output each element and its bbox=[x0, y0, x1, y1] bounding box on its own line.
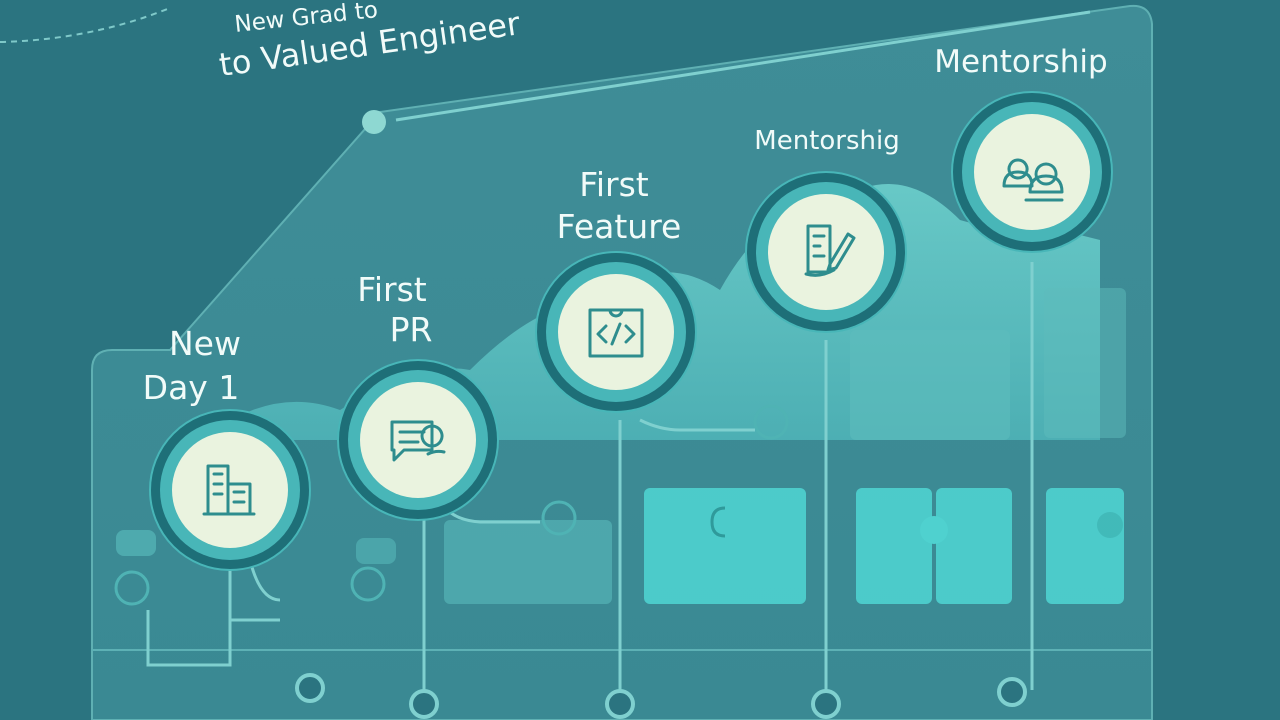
milestone-label-mentorship-1: Mentorshig bbox=[734, 124, 920, 158]
bottom-node bbox=[295, 673, 1027, 719]
badge-face bbox=[172, 432, 288, 548]
milestone-badge-first-feature bbox=[535, 251, 697, 413]
top-connector-node bbox=[362, 110, 386, 134]
puzzle-piece bbox=[856, 488, 1012, 604]
code-brackets-icon bbox=[588, 308, 644, 358]
milestone-badge-day1 bbox=[149, 409, 311, 571]
milestone-badge-mentorship-1 bbox=[745, 171, 907, 333]
document-pencil-icon bbox=[804, 224, 856, 277]
milestone-badge-first-pr bbox=[337, 359, 499, 521]
faint-pill bbox=[116, 530, 156, 556]
dashed-arc bbox=[0, 7, 171, 43]
milestone-label-line: PR bbox=[389, 310, 433, 349]
milestone-label-line: New bbox=[169, 324, 241, 363]
milestone-label-line: First bbox=[579, 165, 649, 204]
badge-face bbox=[768, 194, 884, 310]
faint-panel bbox=[850, 330, 1010, 440]
milestone-label-first-feature: First Feature bbox=[542, 164, 692, 248]
milestone-label-line: Day 1 bbox=[142, 368, 240, 407]
puzzle-piece bbox=[644, 488, 806, 604]
milestone-label-first-pr: First PR bbox=[352, 270, 462, 350]
badge-face bbox=[974, 114, 1090, 230]
faint-pill bbox=[356, 538, 396, 564]
pull-request-chat-icon bbox=[390, 420, 446, 462]
decorative-node bbox=[114, 404, 789, 606]
milestone-label-day1: New Day 1 bbox=[143, 322, 260, 410]
building-icon bbox=[202, 464, 256, 516]
milestone-label-line: Mentorshig bbox=[754, 126, 900, 156]
milestone-label-line: First bbox=[357, 270, 427, 309]
top-connector bbox=[395, 10, 1091, 122]
milestone-badge-mentorship-2 bbox=[951, 91, 1113, 253]
badge-face bbox=[360, 382, 476, 498]
people-icon bbox=[1002, 158, 1064, 202]
puzzle-piece bbox=[1046, 488, 1124, 604]
milestone-label-mentorship-2: Mentorship bbox=[916, 42, 1126, 82]
faint-panel bbox=[1044, 288, 1126, 438]
milestone-label-line: Feature bbox=[556, 207, 682, 246]
milestone-label-line: Mentorship bbox=[934, 44, 1108, 80]
faint-panel bbox=[444, 520, 612, 604]
